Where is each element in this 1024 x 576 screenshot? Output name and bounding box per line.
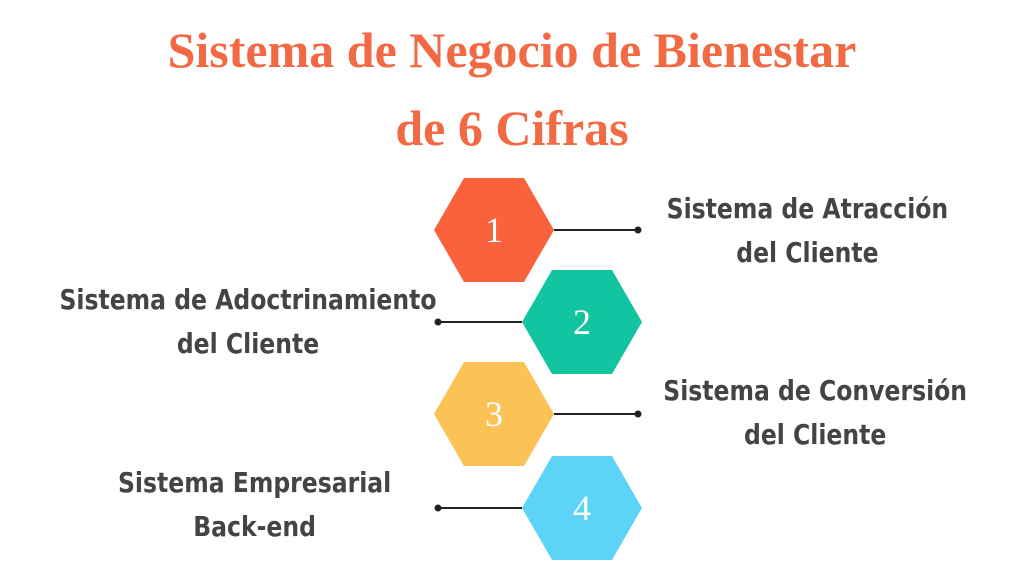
connector-1 — [554, 226, 642, 234]
step-2-label-line-2: del Cliente — [176, 327, 320, 360]
hexagon-2: 2 — [522, 270, 642, 374]
step-1-label: Sistema de Atracción del Cliente — [652, 187, 963, 275]
hexagon-2-shape — [522, 270, 642, 374]
connector-2 — [434, 318, 522, 326]
hexagon-1-shape — [434, 178, 554, 282]
step-4-label-line-2: Back-end — [193, 510, 316, 543]
title-line-1: Sistema de Negocio de Bienestar — [167, 22, 857, 78]
step-3-label-line-2: del Cliente — [743, 418, 887, 451]
hexagon-2-number: 2 — [573, 302, 591, 342]
connector-4 — [434, 504, 522, 512]
hexagon-1-number: 1 — [485, 210, 503, 250]
hexagon-4-shape — [522, 456, 642, 560]
hexagon-3: 3 — [434, 362, 554, 466]
connector-3 — [554, 410, 642, 418]
title-line-2: de 6 Cifras — [395, 100, 629, 156]
step-1-label-line-2: del Cliente — [736, 236, 879, 269]
step-3-label: Sistema de Conversión del Cliente — [648, 369, 982, 457]
hexagon-1: 1 — [434, 178, 554, 282]
hexagon-3-number: 3 — [485, 394, 503, 434]
hexagon-3-shape — [434, 362, 554, 466]
step-1-label-line-1: Sistema de Atracción — [666, 192, 949, 225]
step-2-label-line-1: Sistema de Adoctrinamiento — [59, 283, 437, 316]
step-2-label: Sistema de Adoctrinamiento del Cliente — [38, 278, 458, 366]
hexagon-4: 4 — [522, 456, 642, 560]
step-3-label-line-1: Sistema de Conversión — [663, 374, 968, 407]
step-4-label-line-1: Sistema Empresarial — [117, 466, 392, 499]
step-4-label: Sistema Empresarial Back-end — [99, 461, 410, 549]
hexagon-4-number: 4 — [573, 488, 591, 528]
